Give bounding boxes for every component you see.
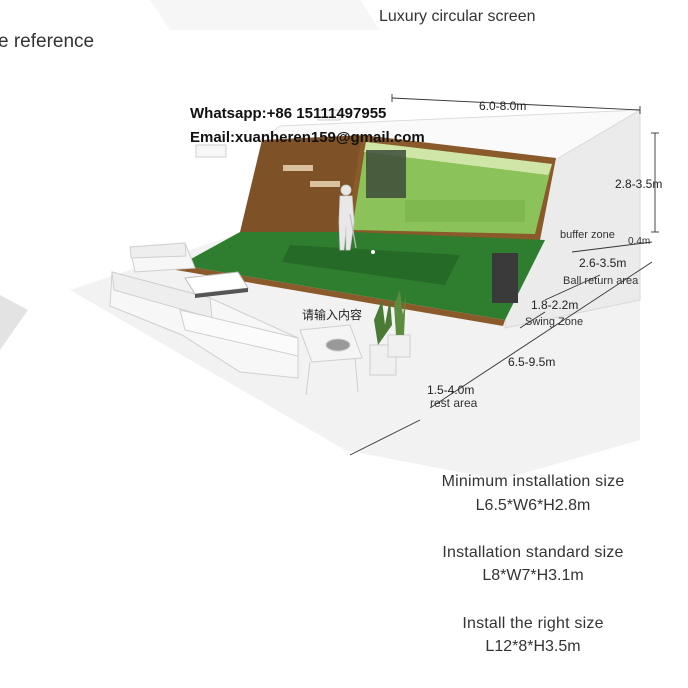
screen-scoreboard: [366, 150, 406, 198]
email-contact: Email:xuanheren159@gmail.com: [190, 129, 425, 146]
sofa-set: [109, 242, 299, 379]
zone-swing: Swing Zone: [525, 316, 584, 328]
dim-rest: 1.5-4.0m: [427, 383, 475, 397]
zone-ball-return: Ball return area: [563, 275, 639, 287]
back-wall: [150, 0, 380, 30]
side-table: [299, 324, 363, 396]
size-value-right: L12*8*H3.5m: [485, 638, 581, 655]
size-heading-right: Install the right size: [462, 615, 604, 632]
zone-buffer: buffer zone: [560, 229, 615, 241]
whatsapp-contact: Whatsapp:+86 15111497955: [190, 105, 387, 122]
potted-plants: [369, 290, 411, 376]
projector-top: [317, 109, 341, 121]
size-heading-minimum: Minimum installation size: [441, 473, 625, 490]
hitting-mat: [282, 245, 460, 285]
size-value-minimum: L6.5*W6*H2.8m: [475, 497, 591, 514]
size-value-standard: L8*W7*H3.1m: [482, 567, 584, 584]
header-title: Luxury circular screen: [379, 8, 536, 25]
dim-swing: 1.8-2.2m: [531, 298, 579, 312]
size-heading-standard: Installation standard size: [442, 544, 624, 561]
left-caption: e reference: [0, 31, 95, 52]
dim-width-top: 6.0-8.0m: [479, 99, 527, 113]
left-edge-wall: [0, 295, 28, 350]
coffee-table: [184, 271, 249, 298]
projector-left: [195, 144, 227, 158]
turf-floor: [180, 232, 545, 320]
screen-fairway: [405, 200, 525, 222]
wood-shelf-1: [283, 165, 313, 171]
dim-length: 6.5-9.5m: [508, 355, 556, 369]
dim-buffer-depth: 0.4m: [628, 236, 651, 247]
speaker-box: [492, 253, 518, 303]
turf-base-edge: [176, 265, 505, 326]
wood-shelf-2: [310, 181, 340, 187]
dim-height: 2.8-3.5m: [615, 177, 663, 191]
dim-ball-return: 2.6-3.5m: [579, 256, 627, 270]
golf-ball: [371, 250, 375, 254]
zone-rest: rest area: [430, 396, 478, 410]
golfer-figure: [338, 184, 357, 251]
dimension-lines: [349, 94, 659, 456]
wood-side-panel: [240, 135, 365, 240]
placeholder-caption: 请输入内容: [302, 308, 363, 322]
screen-sky: [364, 142, 552, 175]
